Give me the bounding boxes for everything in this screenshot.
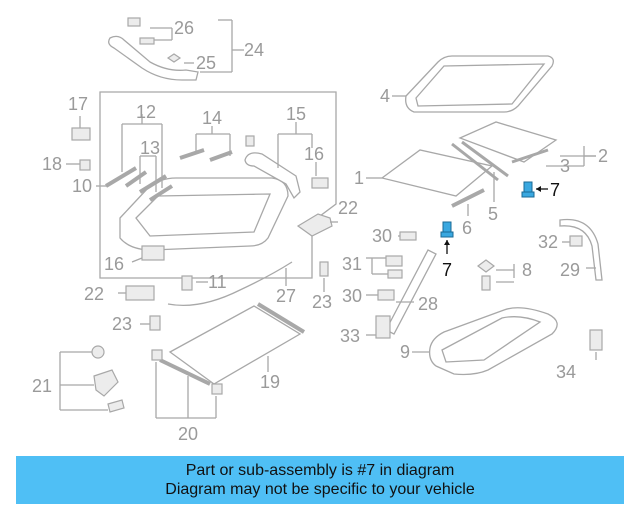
callout-28: 28	[418, 294, 438, 314]
callout-7-lower: 7	[442, 260, 452, 280]
callout-8: 8	[522, 260, 532, 280]
callout-34: 34	[556, 362, 576, 382]
callout-22-lower: 22	[84, 284, 104, 304]
callout-4: 4	[380, 86, 390, 106]
callout-25: 25	[196, 53, 216, 73]
sunroof-frame-drawing	[119, 152, 301, 261]
callout-29: 29	[560, 260, 580, 280]
callout-labels: 26 25 24 17 12 14 15 13 16 18 10 4 2 3 1…	[32, 18, 608, 444]
banner-line-part-note: Part or sub-assembly is #7 in diagram	[185, 462, 455, 479]
callout-5: 5	[488, 204, 498, 224]
callout-2: 2	[598, 146, 608, 166]
part-7-screw-lower	[440, 221, 454, 254]
callout-20: 20	[178, 424, 198, 444]
callout-lines-middle	[118, 221, 596, 336]
small-rails	[71, 127, 329, 202]
bottom-parts	[91, 302, 558, 413]
callout-31: 31	[342, 254, 362, 274]
callout-30-lower: 30	[342, 286, 362, 306]
banner-line-disclaimer: Diagram may not be specific to your vehi…	[165, 481, 475, 498]
callout-lines-box	[66, 114, 317, 263]
callout-33: 33	[340, 326, 360, 346]
middle-parts	[125, 213, 603, 351]
callout-9: 9	[400, 342, 410, 362]
callout-19: 19	[260, 372, 280, 392]
part-24-rail-drawing	[108, 17, 199, 81]
callout-21: 21	[32, 376, 52, 396]
callout-22-upper: 22	[338, 198, 358, 218]
callout-14: 14	[202, 108, 222, 128]
glass-panel-drawings	[380, 55, 558, 208]
callout-32: 32	[538, 232, 558, 252]
callout-13: 13	[140, 138, 160, 158]
callout-18: 18	[42, 154, 62, 174]
callout-lines-bottom	[59, 351, 597, 419]
callout-26: 26	[174, 18, 194, 38]
callout-1: 1	[354, 168, 364, 188]
callout-lines-24	[150, 19, 244, 73]
part-7-screw-upper	[521, 181, 548, 198]
callout-3: 3	[560, 156, 570, 176]
callout-24: 24	[244, 40, 264, 60]
callout-16-lower: 16	[104, 254, 124, 274]
callout-12: 12	[136, 102, 156, 122]
callout-17: 17	[68, 94, 88, 114]
info-banner: Part or sub-assembly is #7 in diagram Di…	[16, 456, 624, 504]
callout-10: 10	[72, 176, 92, 196]
callout-lines-right-upper	[366, 95, 596, 216]
callout-11: 11	[208, 272, 227, 292]
callout-30-upper: 30	[372, 226, 392, 246]
callout-27: 27	[276, 286, 296, 306]
callout-16-upper: 16	[304, 144, 324, 164]
callout-7-upper: 7	[550, 180, 560, 200]
callout-15: 15	[286, 104, 306, 124]
callout-23-left: 23	[112, 314, 132, 334]
callout-6: 6	[462, 218, 472, 238]
callout-23-right: 23	[312, 292, 332, 312]
